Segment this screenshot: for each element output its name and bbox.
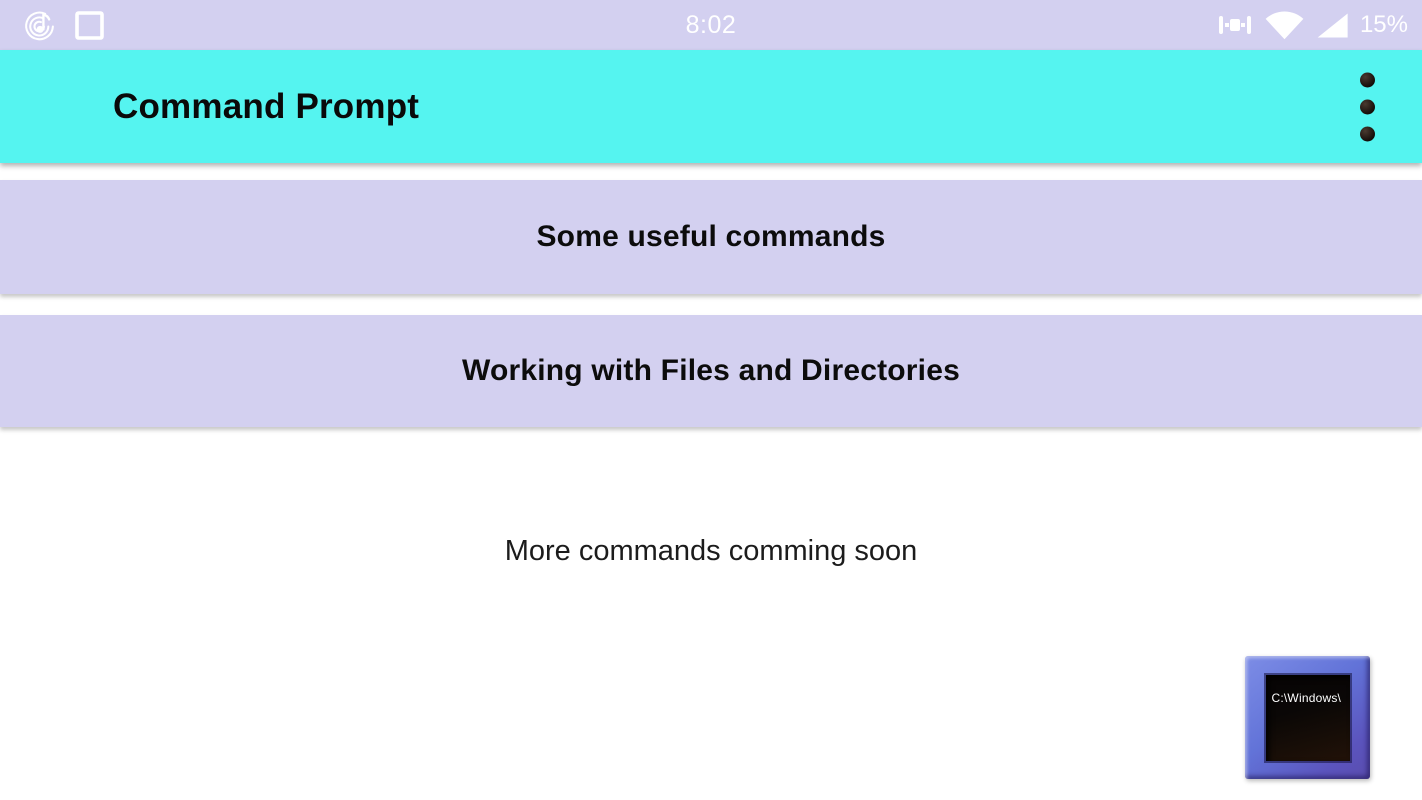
status-bar: 8:02 15% [0,0,1422,50]
overflow-dot [1360,126,1375,141]
app-bar: Command Prompt [0,50,1422,163]
status-time: 8:02 [685,10,737,39]
logo-screen: C:\Windows\ [1265,674,1350,761]
coming-soon-note: More commands comming soon [504,535,918,567]
wifi-icon [1264,10,1305,40]
status-bar-right: 15% [1217,10,1408,40]
battery-percent: 15% [1359,11,1408,38]
section-label: Some useful commands [536,220,886,253]
overlay-square-icon [74,10,105,41]
logo-screen-text: C:\Windows\ [1271,690,1342,705]
overflow-dot [1360,99,1375,114]
section-working-with-files-and-directories[interactable]: Working with Files and Directories [0,315,1422,427]
app-title: Command Prompt [113,86,420,126]
status-bar-left [0,7,105,44]
overflow-menu-button[interactable] [1354,66,1381,147]
main-content: Some useful commands Working with Files … [0,180,1422,779]
section-some-useful-commands[interactable]: Some useful commands [0,180,1422,294]
section-label: Working with Files and Directories [461,354,960,387]
cell-signal-icon [1316,12,1349,39]
vibrate-icon [1217,11,1253,39]
music-notification-icon [21,7,58,44]
command-prompt-logo: C:\Windows\ [1245,656,1370,779]
overflow-dot [1360,72,1375,87]
